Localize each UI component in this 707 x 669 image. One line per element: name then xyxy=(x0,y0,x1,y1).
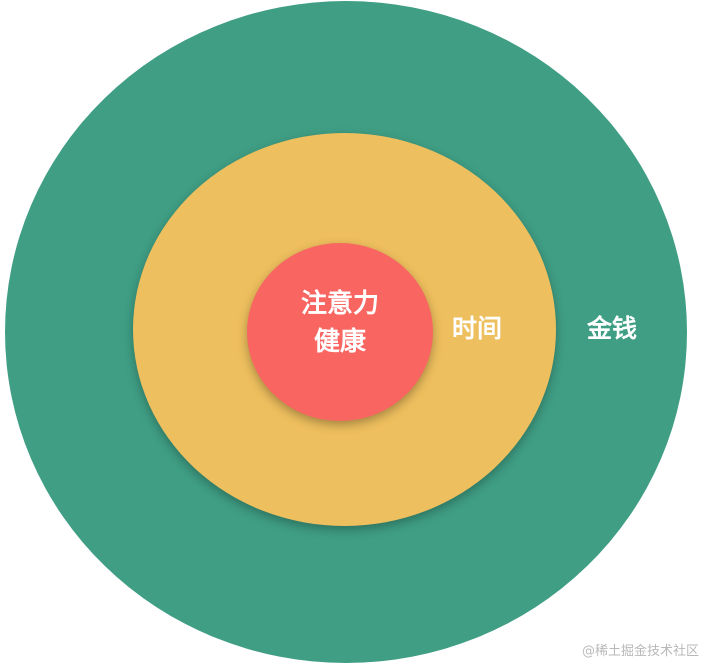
outer-ring-label: 金钱 xyxy=(587,314,638,343)
inner-core-attention-health xyxy=(247,243,433,421)
inner-core-label-line-1: 注意力 xyxy=(300,289,379,319)
watermark: @稀土掘金技术社区 xyxy=(581,644,699,659)
inner-core-label: 注意力 健康 xyxy=(247,285,433,361)
inner-core-label-line-2: 健康 xyxy=(313,327,366,357)
middle-ring-label: 时间 xyxy=(452,314,503,343)
